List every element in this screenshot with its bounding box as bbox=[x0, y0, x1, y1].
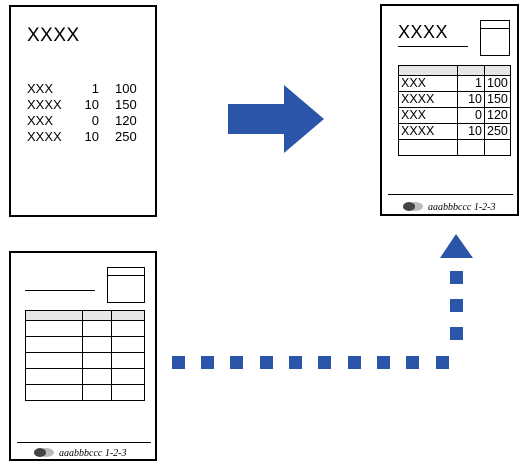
source-cell-name: XXX bbox=[27, 81, 54, 96]
source-row: XXXX 10 250 bbox=[27, 129, 147, 145]
output-footer-text: aaabbbccc 1-2-3 bbox=[428, 202, 496, 213]
source-document: XXXX XXX 1 100 XXXX 10 150 XXX 0 120 XXX… bbox=[9, 5, 157, 217]
source-cell-qty: 0 bbox=[91, 113, 99, 128]
table-row: XXXX 10 150 bbox=[398, 91, 511, 108]
table-row bbox=[25, 368, 145, 385]
output-document-title: XXXX bbox=[398, 22, 449, 42]
source-cell-name: XXXX bbox=[27, 97, 62, 112]
up-arrow-icon bbox=[440, 234, 473, 258]
template-table bbox=[25, 310, 145, 401]
source-cell-qty: 10 bbox=[84, 129, 99, 144]
stamp-box bbox=[107, 267, 145, 303]
footer-divider bbox=[388, 194, 513, 195]
output-table: XXX 1 100 XXXX 10 150 XXX 0 120 XXXX 10 … bbox=[398, 65, 511, 156]
source-cell-qty: 10 bbox=[84, 97, 99, 112]
table-row: XXX 0 120 bbox=[398, 107, 511, 124]
table-cell-name: XXXX bbox=[398, 123, 458, 140]
template-footer-text: aaabbbccc 1-2-3 bbox=[59, 448, 127, 459]
logo-icon bbox=[34, 448, 54, 457]
template-document: aaabbbccc 1-2-3 bbox=[9, 251, 157, 461]
footer-divider bbox=[17, 442, 151, 443]
table-cell-name: XXX bbox=[398, 107, 458, 124]
table-row: XXXX 10 250 bbox=[398, 123, 511, 140]
source-cell-amount: 250 bbox=[115, 129, 137, 144]
right-arrow-icon bbox=[228, 85, 324, 153]
source-row: XXX 0 120 bbox=[27, 113, 147, 129]
stamp-box bbox=[480, 20, 510, 56]
title-placeholder-line bbox=[25, 290, 95, 291]
table-row bbox=[25, 384, 145, 401]
title-underline bbox=[398, 46, 468, 47]
source-cell-qty: 1 bbox=[91, 81, 99, 96]
table-row bbox=[25, 320, 145, 337]
source-cell-amount: 120 bbox=[115, 113, 137, 128]
table-header-row bbox=[398, 65, 511, 76]
source-row: XXX 1 100 bbox=[27, 81, 147, 97]
source-row: XXXX 10 150 bbox=[27, 97, 147, 113]
output-document: XXXX XXX 1 100 XXXX 10 150 XXX 0 120 XXX… bbox=[380, 4, 519, 216]
dotted-flow-path bbox=[172, 271, 463, 369]
logo-icon bbox=[403, 202, 423, 211]
source-cell-amount: 100 bbox=[115, 81, 137, 96]
table-row bbox=[398, 139, 511, 156]
source-cell-amount: 150 bbox=[115, 97, 137, 112]
table-cell-amount: 120 bbox=[484, 107, 511, 124]
source-cell-name: XXX bbox=[27, 113, 54, 128]
source-cell-name: XXXX bbox=[27, 129, 62, 144]
source-document-title: XXXX bbox=[27, 25, 80, 46]
